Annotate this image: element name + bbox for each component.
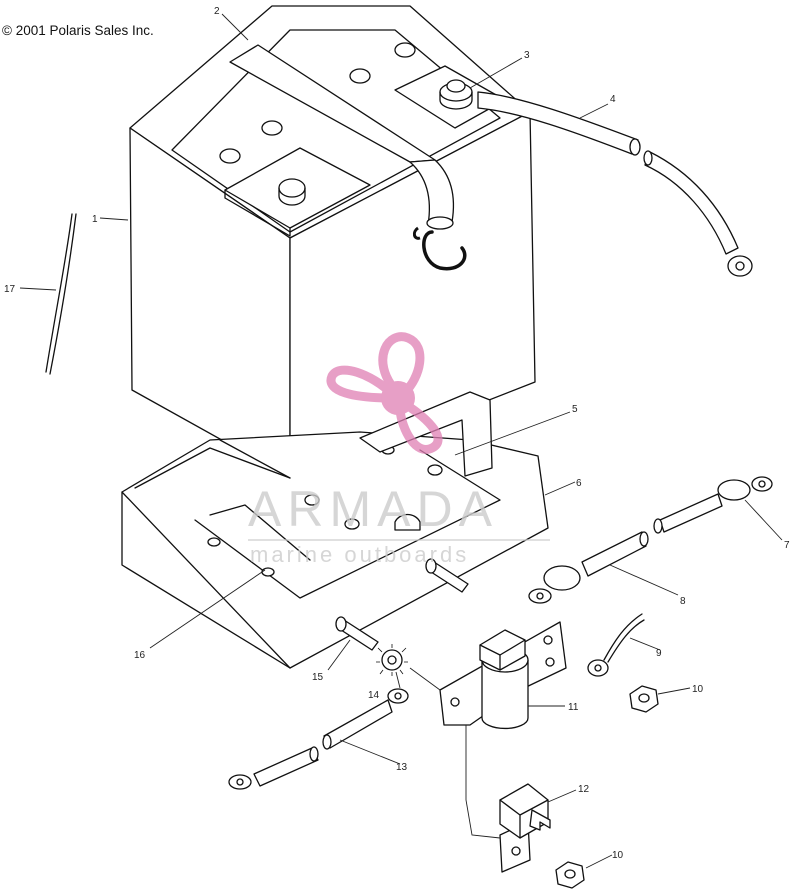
callout-2: 2: [214, 6, 220, 17]
callout-9: 9: [656, 648, 662, 659]
callout-15: 15: [312, 672, 324, 683]
positive-cable: [439, 79, 753, 277]
starter-cable: [228, 688, 409, 790]
callout-1: 1: [92, 214, 98, 225]
nut-upper: [629, 685, 659, 713]
callout-4: 4: [610, 94, 616, 105]
callout-10-upper: 10: [692, 684, 704, 695]
cable-ring-terminal: [727, 255, 753, 277]
callout-7: 7: [784, 540, 790, 551]
vent-tube: [45, 213, 77, 375]
terminal-nut: [439, 79, 473, 110]
callout-13: 13: [396, 762, 408, 773]
watermark-brand: ARMADA: [248, 481, 498, 537]
leader-lines: [19, 13, 783, 869]
callout-5: 5: [572, 404, 578, 415]
ground-cable: [528, 476, 773, 604]
copyright-notice: © 2001 Polaris Sales Inc.: [2, 23, 154, 38]
battery: [129, 5, 536, 479]
callout-16: 16: [134, 650, 146, 661]
callout-14: 14: [368, 690, 380, 701]
watermark-tagline: marine outboards: [250, 542, 469, 567]
callout-17: 17: [4, 284, 16, 295]
callout-10-lower: 10: [612, 850, 624, 861]
strap-hook: [422, 230, 467, 271]
callout-11: 11: [568, 702, 579, 713]
relay: [499, 783, 551, 839]
callout-3: 3: [524, 50, 530, 61]
callout-6: 6: [576, 478, 582, 489]
ground-wire: [587, 613, 645, 677]
callout-12: 12: [578, 784, 590, 795]
hold-down-strap: [229, 44, 467, 271]
battery-terminal-negative: [224, 147, 371, 237]
watermark: ARMADA marine outboards: [248, 332, 550, 567]
solenoid: [479, 629, 529, 730]
callout-numbers: 1 2 3 4 5 6 7 8 9 10 11 12 13 14 15 16 1…: [4, 6, 790, 861]
propeller-logo: [326, 332, 443, 454]
star-washer: [376, 644, 408, 676]
nut-lower: [555, 861, 585, 889]
battery-cell-caps: [219, 42, 416, 164]
bolt-lower: [335, 616, 379, 651]
callout-8: 8: [680, 596, 686, 607]
bolt-upper: [425, 558, 469, 593]
